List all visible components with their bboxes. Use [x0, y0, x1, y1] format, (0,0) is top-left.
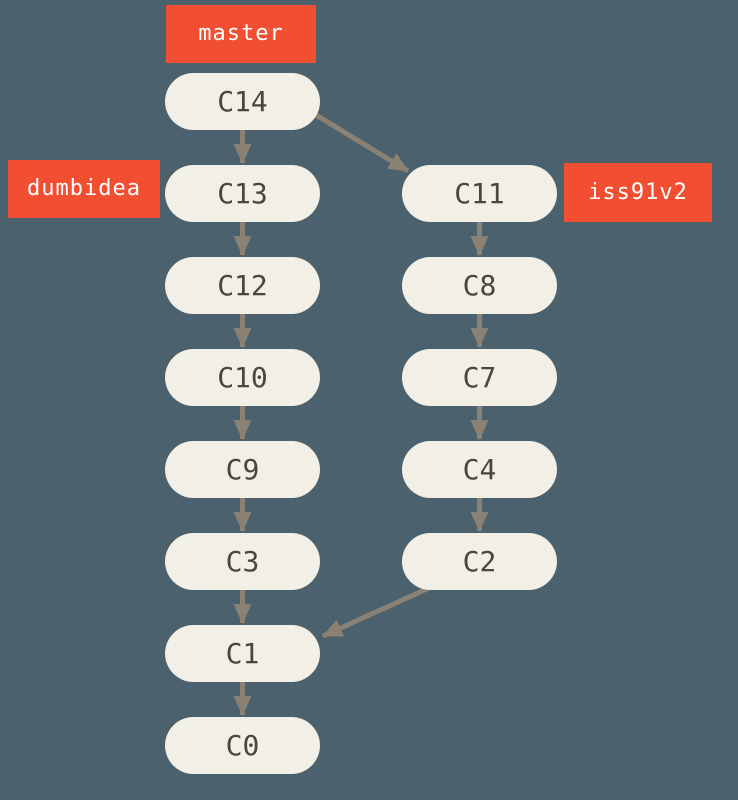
commit-node-c0: C0 — [165, 717, 320, 774]
branch-name: iss91v2 — [588, 179, 688, 205]
commit-id: C11 — [454, 176, 505, 210]
commit-id: C1 — [225, 636, 260, 670]
commit-node-c7: C7 — [402, 349, 557, 406]
commit-id: C4 — [462, 452, 497, 486]
commit-node-c1: C1 — [165, 625, 320, 682]
commit-id: C3 — [225, 544, 260, 578]
commit-node-c11: C11 — [402, 165, 557, 222]
commit-id: C2 — [462, 544, 497, 578]
edge-c14-to-c11 — [314, 112, 410, 174]
commit-node-c10: C10 — [165, 349, 320, 406]
edge-c2-to-c1 — [321, 585, 431, 639]
commit-node-c8: C8 — [402, 257, 557, 314]
commit-id: C0 — [225, 728, 260, 762]
commit-node-c2: C2 — [402, 533, 557, 590]
commit-node-c12: C12 — [165, 257, 320, 314]
commit-id: C12 — [217, 268, 268, 302]
commit-id: C13 — [217, 176, 268, 210]
commit-node-c13: C13 — [165, 165, 320, 222]
branch-name: dumbidea — [27, 176, 141, 201]
branch-name: master — [198, 21, 284, 46]
commit-node-c14: C14 — [165, 73, 320, 130]
branch-label-master: master — [166, 5, 316, 63]
branch-label-dumbidea: dumbidea — [8, 160, 160, 218]
commit-id: C9 — [225, 452, 260, 486]
commit-node-c9: C9 — [165, 441, 320, 498]
branch-label-iss91v2: iss91v2 — [564, 163, 712, 222]
commit-node-c3: C3 — [165, 533, 320, 590]
commit-id: C8 — [462, 268, 497, 302]
commit-node-c4: C4 — [402, 441, 557, 498]
commit-id: C14 — [217, 84, 268, 118]
commit-id: C7 — [462, 360, 497, 394]
commit-id: C10 — [217, 360, 268, 394]
